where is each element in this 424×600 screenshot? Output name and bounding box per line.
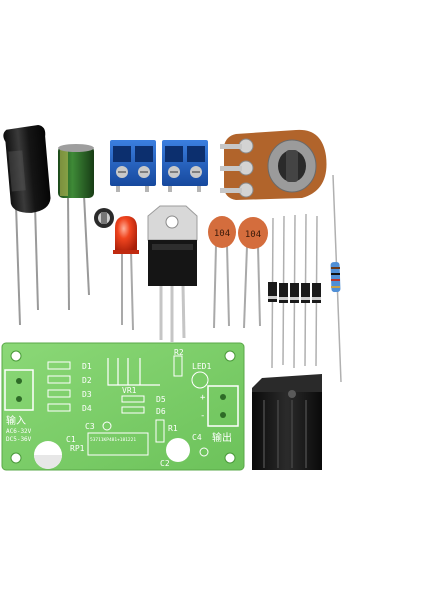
pcb-label-d6: D6 (156, 407, 166, 416)
pcb-label-rp1: RP1 (70, 444, 85, 453)
ceramic-capacitor-left: 104 (208, 216, 236, 329)
pcb-label-d2: D2 (82, 376, 92, 385)
pcb-diode-footprints: D1 D2 D3 D4 (47, 361, 92, 413)
pcb-label-d1: D1 (82, 362, 92, 371)
diode (268, 217, 277, 369)
pcb-board: 输入 AC6-32V DC5-36V D1 D2 D3 D4 VR1 R2 LE… (1, 342, 245, 471)
ceramic-capacitor-left-label: 104 (214, 229, 230, 239)
pcb-input-spec-2: DC5-36V (6, 436, 32, 443)
potentiometer (220, 129, 327, 200)
ceramic-capacitor-right: 104 (238, 217, 268, 329)
pcb-label-c1: C1 (66, 435, 76, 444)
diode-row (268, 213, 321, 369)
pcb-input-label: 输入 (6, 414, 26, 427)
ceramic-capacitor-right-label: 104 (245, 230, 261, 240)
pcb-label-d4: D4 (82, 404, 92, 413)
pcb-label-vr1: VR1 (122, 386, 137, 395)
diode (279, 215, 288, 366)
screw-terminal-left (110, 140, 156, 192)
electrolytic-capacitor-black (3, 124, 51, 326)
pcb-output-label: 输出 (212, 431, 232, 444)
pcb-label-d5: D5 (156, 395, 166, 404)
resistor (330, 174, 342, 383)
pcb-label-led1: LED1 (192, 362, 211, 371)
pcb-label-r1: R1 (168, 424, 178, 433)
heatsink (252, 374, 322, 470)
pcb-label-c3: C3 (85, 422, 95, 431)
pcb-label-r2: R2 (174, 348, 184, 357)
trimmer-element (94, 208, 114, 228)
diode (301, 213, 310, 367)
pcb-input-spec-1: AC6-32V (6, 428, 32, 435)
pcb-label-d3: D3 (82, 390, 92, 399)
pcb-part-code: 53711KP481+181221 (90, 437, 136, 443)
pcb-label-c4: C4 (192, 433, 202, 442)
pcb-minus-sign: - (200, 411, 205, 421)
voltage-regulator (147, 205, 198, 342)
screw-terminal-right (162, 140, 208, 192)
pcb-plus-sign: + (200, 393, 206, 403)
red-led (113, 216, 139, 331)
electrolytic-capacitor-green (58, 144, 94, 311)
pcb-label-c2: C2 (160, 459, 170, 468)
diode (312, 215, 321, 367)
diode (290, 214, 299, 369)
